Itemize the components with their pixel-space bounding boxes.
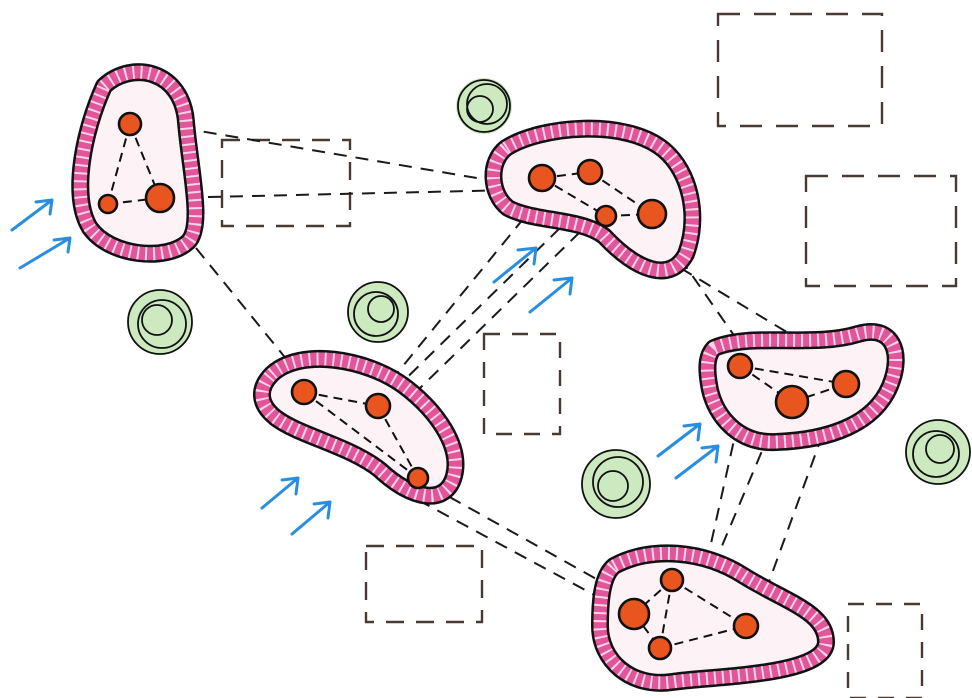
link <box>163 189 515 199</box>
arrow-pair <box>492 246 574 314</box>
arrow-pair <box>260 476 332 536</box>
node <box>831 369 861 399</box>
node <box>406 466 430 490</box>
tree-icon <box>347 281 409 343</box>
arrow-pair <box>656 422 720 480</box>
tree-outline <box>141 304 173 336</box>
tree-outline <box>592 456 644 508</box>
tree-outline <box>581 449 651 519</box>
node <box>636 198 668 230</box>
cluster-bottom <box>591 544 835 692</box>
link <box>417 499 627 613</box>
dashed-box <box>482 332 562 436</box>
link <box>181 127 513 185</box>
tree-outline <box>353 291 399 337</box>
cluster-border <box>73 65 202 261</box>
node <box>617 597 651 631</box>
tree-canopy <box>456 78 512 134</box>
node-link <box>303 391 419 479</box>
link <box>429 485 635 601</box>
link <box>715 431 771 561</box>
node <box>144 182 176 214</box>
tree-icon <box>905 419 971 485</box>
arrow-icon <box>18 236 72 270</box>
node <box>732 612 760 640</box>
link <box>383 227 561 401</box>
arrow-icon <box>492 246 538 284</box>
cluster-border <box>487 122 699 277</box>
tree-icon <box>127 289 193 355</box>
node <box>594 204 618 228</box>
node <box>726 352 754 380</box>
tree-icon <box>581 449 651 519</box>
dashed-boxes <box>220 12 958 698</box>
tree-outline <box>347 281 409 343</box>
node <box>527 163 557 193</box>
link <box>195 247 293 367</box>
cluster-hatch <box>255 352 462 503</box>
cluster-middle-left <box>253 349 465 505</box>
node <box>97 193 119 215</box>
dashed-box <box>220 138 352 228</box>
tree-icon <box>456 78 512 134</box>
node <box>647 635 673 661</box>
node <box>117 111 143 137</box>
tree-outline <box>466 95 494 123</box>
inter-cluster-links <box>163 127 831 613</box>
tree-canopy <box>128 290 192 354</box>
trees <box>127 78 971 519</box>
node <box>659 567 685 593</box>
node <box>576 158 604 186</box>
dashed-box <box>364 544 484 624</box>
wind-arrows <box>10 198 720 536</box>
cluster-border <box>593 546 833 690</box>
link <box>415 231 581 393</box>
tree-outline <box>925 434 955 464</box>
node-link <box>541 177 607 217</box>
tree-outline <box>466 83 508 125</box>
tree-outline <box>912 430 960 478</box>
tree-outline <box>905 419 971 485</box>
arrow-icon <box>656 422 702 458</box>
node <box>290 378 318 406</box>
arrow-icon <box>10 198 54 232</box>
tree-outline <box>597 470 629 502</box>
cluster-top-left <box>71 63 205 263</box>
node <box>364 392 392 420</box>
cluster-border <box>700 325 903 449</box>
node-link <box>739 365 847 385</box>
arrow-icon <box>290 500 332 536</box>
link <box>705 421 739 567</box>
tree-outline <box>137 299 187 349</box>
clusters <box>71 63 905 692</box>
cluster-top-center <box>484 119 702 280</box>
tree-outline <box>457 79 511 133</box>
link <box>397 217 525 373</box>
tree-outline <box>367 295 395 323</box>
arrow-pair <box>10 198 72 270</box>
node <box>774 384 810 420</box>
dashed-box <box>804 174 958 288</box>
dashed-box <box>716 12 884 128</box>
arrow-icon <box>674 444 720 480</box>
link <box>679 257 741 345</box>
node-link <box>659 579 673 649</box>
arrow-icon <box>528 276 574 314</box>
node-link <box>377 405 419 479</box>
arrow-icon <box>260 476 300 510</box>
cluster-middle-right <box>698 323 905 452</box>
tree-outline <box>127 289 193 355</box>
dashed-box <box>846 602 924 698</box>
